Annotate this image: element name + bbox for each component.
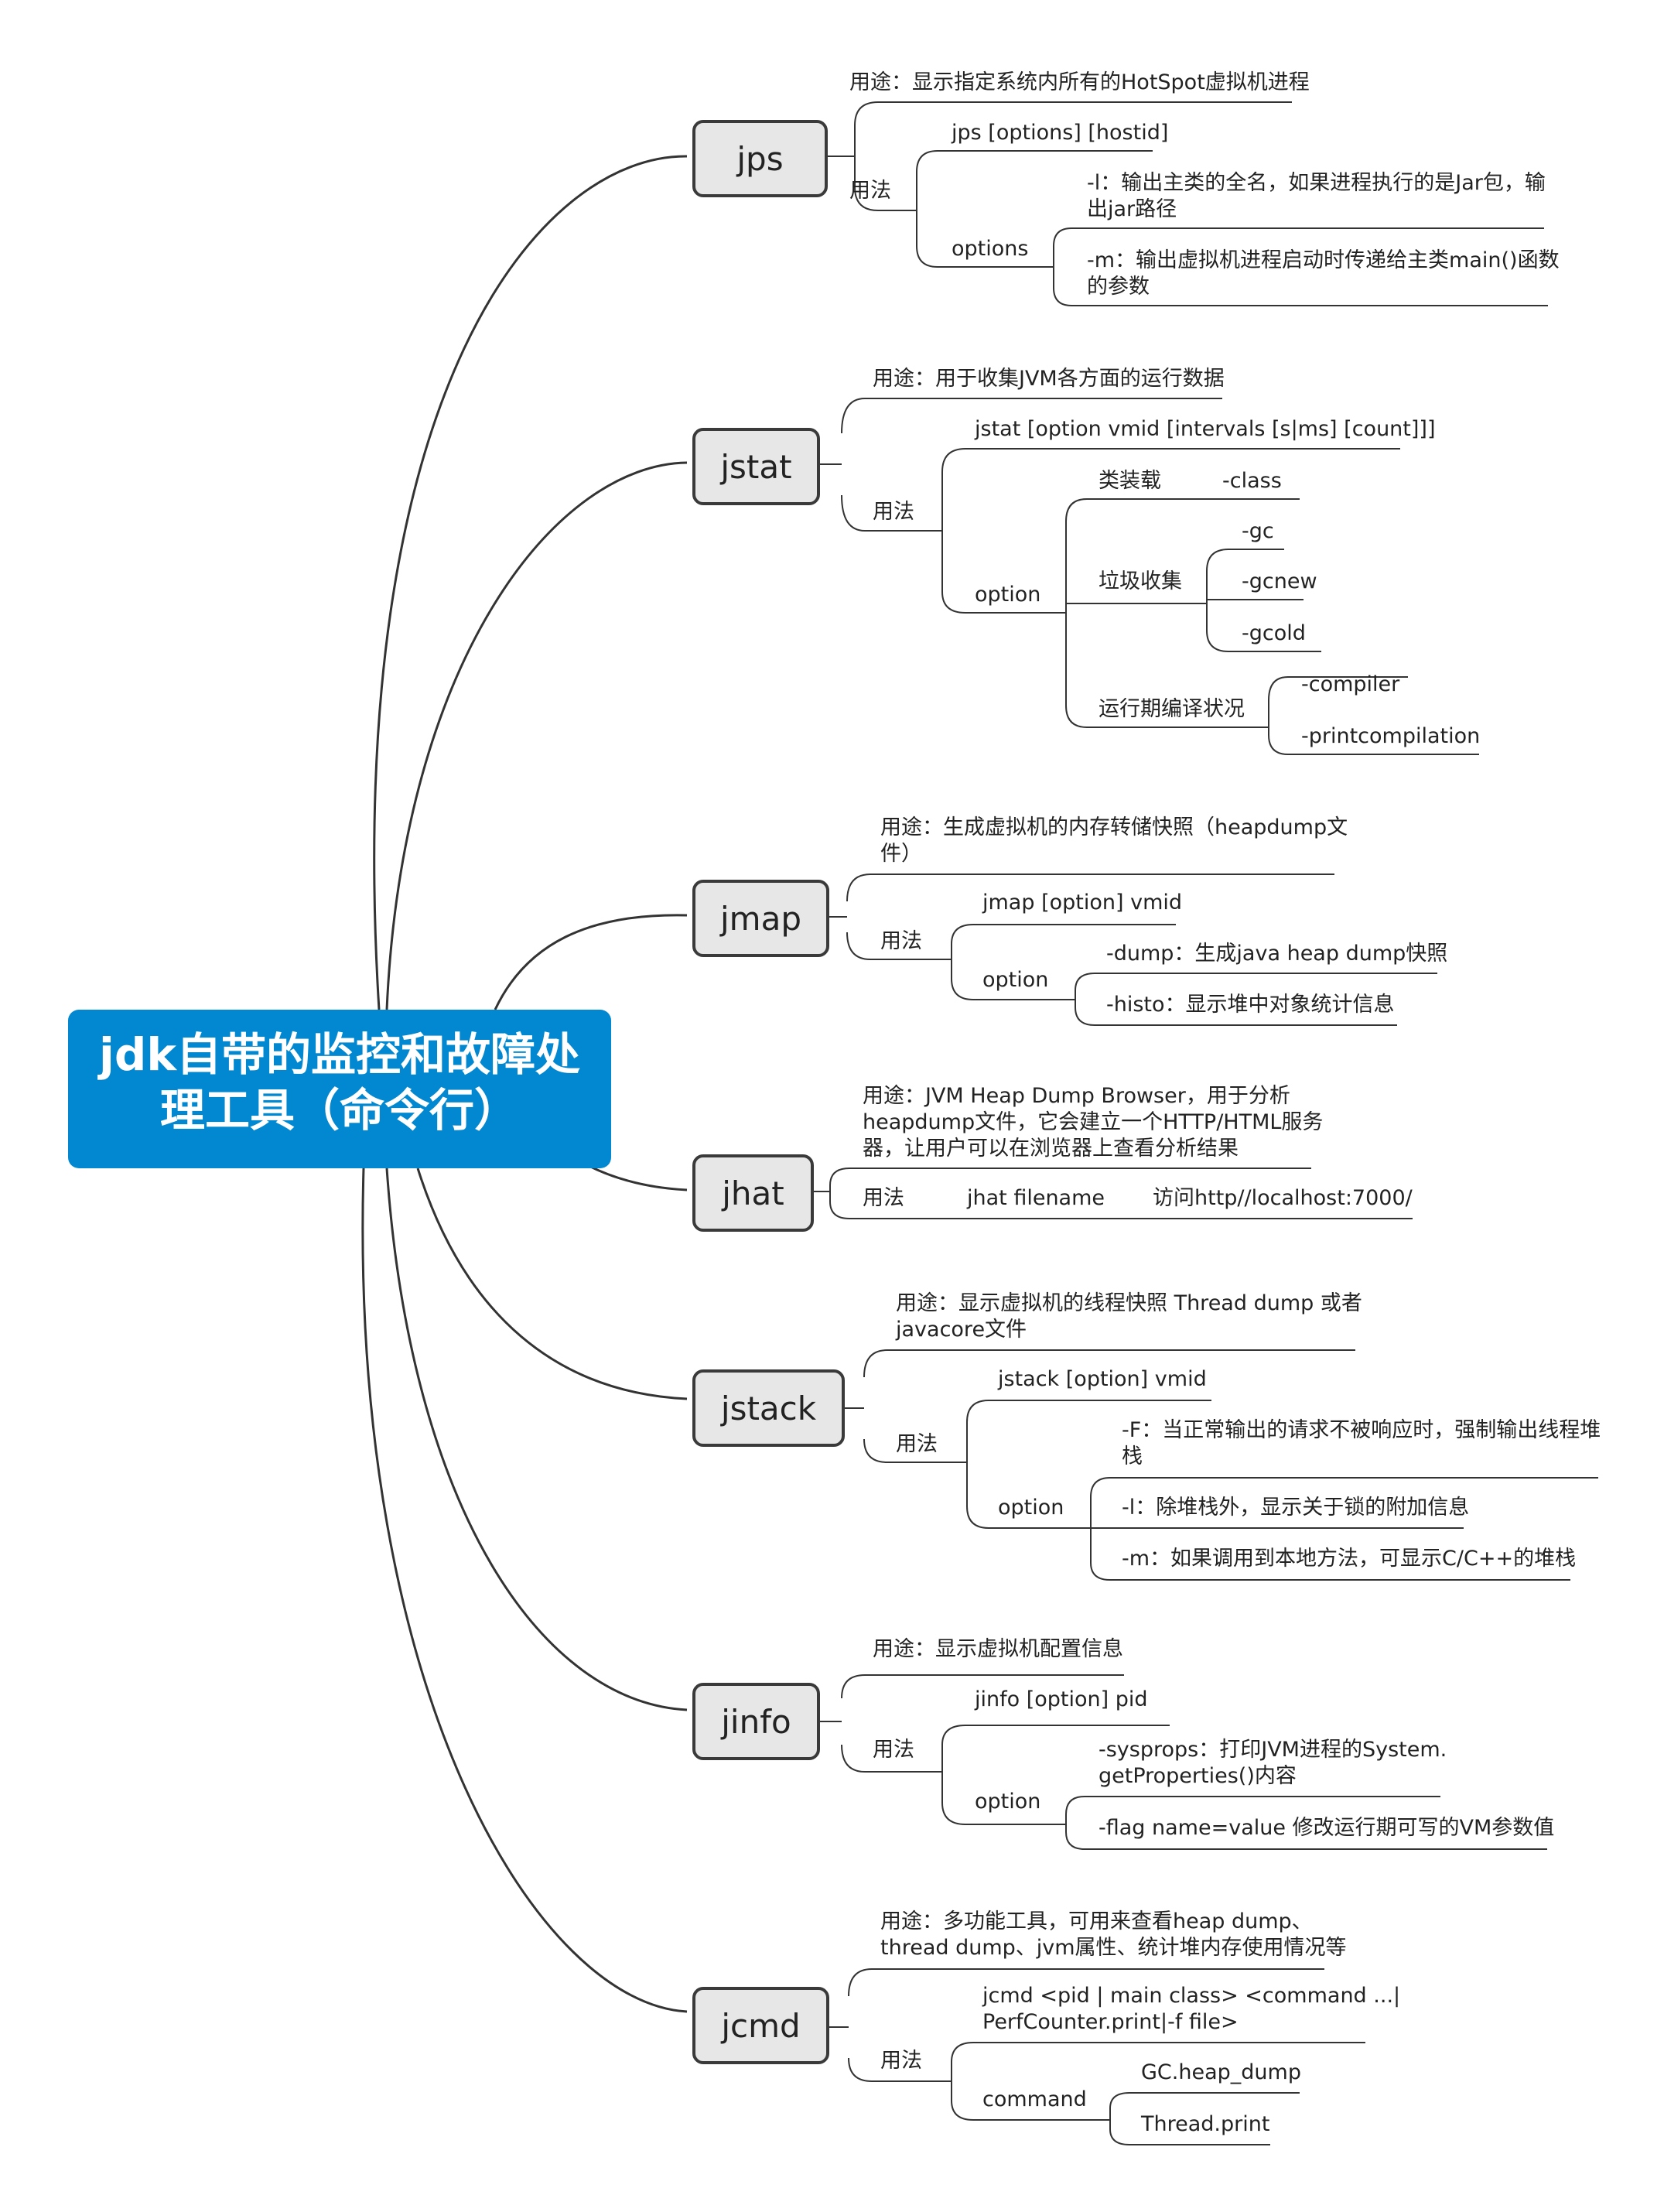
jcmd-purpose: 用途：多功能工具，可用来查看heap dump、 thread dump、jvm… <box>880 1909 1347 1960</box>
root-title-line-2: 理工具（命令行） <box>159 1084 519 1137</box>
node-jps[interactable]: jps <box>692 120 828 197</box>
jinfo-option-sysprops: -sysprops：打印JVM进程的System. getProperties(… <box>1099 1738 1447 1788</box>
jstat-option-printcompilation: -printcompilation <box>1301 724 1481 748</box>
jmap-purpose: 用途：生成虚拟机的内存转储快照（heapdump文 件） <box>880 815 1348 866</box>
jstat-option-class: -class <box>1222 469 1282 493</box>
jhat-purpose: 用途：JVM Heap Dump Browser，用于分析 heapdump文件… <box>863 1084 1324 1161</box>
jstat-syntax: jstat [option vmid [intervals [s|ms] [co… <box>975 417 1436 441</box>
root-topic[interactable]: jdk自带的监控和故障处 理工具（命令行） <box>68 1010 611 1168</box>
jcmd-command-thread-print: Thread.print <box>1141 2112 1270 2136</box>
jstack-option-l: -l：除堆栈外，显示关于锁的附加信息 <box>1122 1496 1470 1520</box>
jps-purpose: 用途：显示指定系统内所有的HotSpot虚拟机进程 <box>849 70 1310 94</box>
jstack-option-F: -F：当正常输出的请求不被响应时，强制输出线程堆 栈 <box>1122 1418 1601 1468</box>
node-jstat-label: jstat <box>720 447 792 486</box>
jstack-usage-label: 用法 <box>896 1432 938 1456</box>
node-jstack[interactable]: jstack <box>692 1369 845 1447</box>
jstat-group-gc: 垃圾收集 <box>1099 569 1182 593</box>
jmap-option-dump: -dump：生成java heap dump快照 <box>1106 942 1448 966</box>
jstack-option-m: -m：如果调用到本地方法，可显示C/C++的堆栈 <box>1122 1547 1577 1571</box>
jstack-syntax: jstack [option] vmid <box>998 1367 1207 1391</box>
node-jinfo[interactable]: jinfo <box>692 1683 820 1760</box>
jps-option-m: -m：输出虚拟机进程启动时传递给主类main()函数 的参数 <box>1087 248 1560 299</box>
jinfo-purpose: 用途：显示虚拟机配置信息 <box>873 1637 1123 1661</box>
jstat-option-gcnew: -gcnew <box>1242 569 1317 593</box>
jinfo-usage-label: 用法 <box>873 1738 914 1762</box>
node-jstack-label: jstack <box>720 1389 817 1427</box>
jstat-option-gcold: -gcold <box>1242 621 1306 645</box>
node-jcmd[interactable]: jcmd <box>692 1987 829 2064</box>
jstat-purpose: 用途：用于收集JVM各方面的运行数据 <box>873 367 1225 391</box>
jstat-option-compiler: -compiler <box>1301 672 1400 696</box>
node-jmap-label: jmap <box>720 899 801 938</box>
jinfo-option-label: option <box>975 1790 1041 1814</box>
jcmd-syntax: jcmd <pid | main class> <command ...| Pe… <box>982 1984 1401 2034</box>
node-jps-label: jps <box>736 139 784 178</box>
jstat-option-gc: -gc <box>1242 519 1274 543</box>
jstack-purpose: 用途：显示虚拟机的线程快照 Thread dump 或者 javacore文件 <box>896 1291 1362 1342</box>
jcmd-command-label: command <box>982 2087 1087 2111</box>
jmap-syntax: jmap [option] vmid <box>982 891 1183 915</box>
jhat-usage-label: 用法 <box>863 1186 904 1210</box>
jinfo-option-flag: -flag name=value 修改运行期可写的VM参数值 <box>1099 1816 1555 1840</box>
jps-option-l: -l：输出主类的全名，如果进程执行的是Jar包，输 出jar路径 <box>1087 171 1546 221</box>
jstat-group-classloading: 类装载 <box>1099 469 1161 493</box>
jmap-option-label: option <box>982 968 1049 992</box>
jstack-option-label: option <box>998 1496 1064 1520</box>
jps-syntax: jps [options] [hostid] <box>952 121 1169 145</box>
jps-usage-label: 用法 <box>849 179 891 203</box>
node-jstat[interactable]: jstat <box>692 428 820 505</box>
jinfo-syntax: jinfo [option] pid <box>975 1687 1148 1711</box>
jps-options-label: options <box>952 237 1029 261</box>
jmap-option-histo: -histo：显示堆中对象统计信息 <box>1106 993 1395 1017</box>
jstat-usage-label: 用法 <box>873 500 914 524</box>
jhat-access-url: 访问http//localhost:7000/ <box>1153 1186 1413 1210</box>
jstat-option-label: option <box>975 583 1041 607</box>
node-jinfo-label: jinfo <box>721 1702 791 1741</box>
jcmd-command-heap-dump: GC.heap_dump <box>1141 2060 1301 2084</box>
node-jmap[interactable]: jmap <box>692 880 829 957</box>
jhat-syntax: jhat filename <box>967 1186 1105 1210</box>
jmap-usage-label: 用法 <box>880 929 922 953</box>
jstat-group-jit: 运行期编译状况 <box>1099 697 1245 721</box>
node-jhat[interactable]: jhat <box>692 1154 814 1232</box>
node-jcmd-label: jcmd <box>721 2006 801 2045</box>
node-jhat-label: jhat <box>722 1174 784 1212</box>
root-title-line-1: jdk自带的监控和故障处 <box>99 1028 580 1081</box>
jcmd-usage-label: 用法 <box>880 2049 922 2073</box>
